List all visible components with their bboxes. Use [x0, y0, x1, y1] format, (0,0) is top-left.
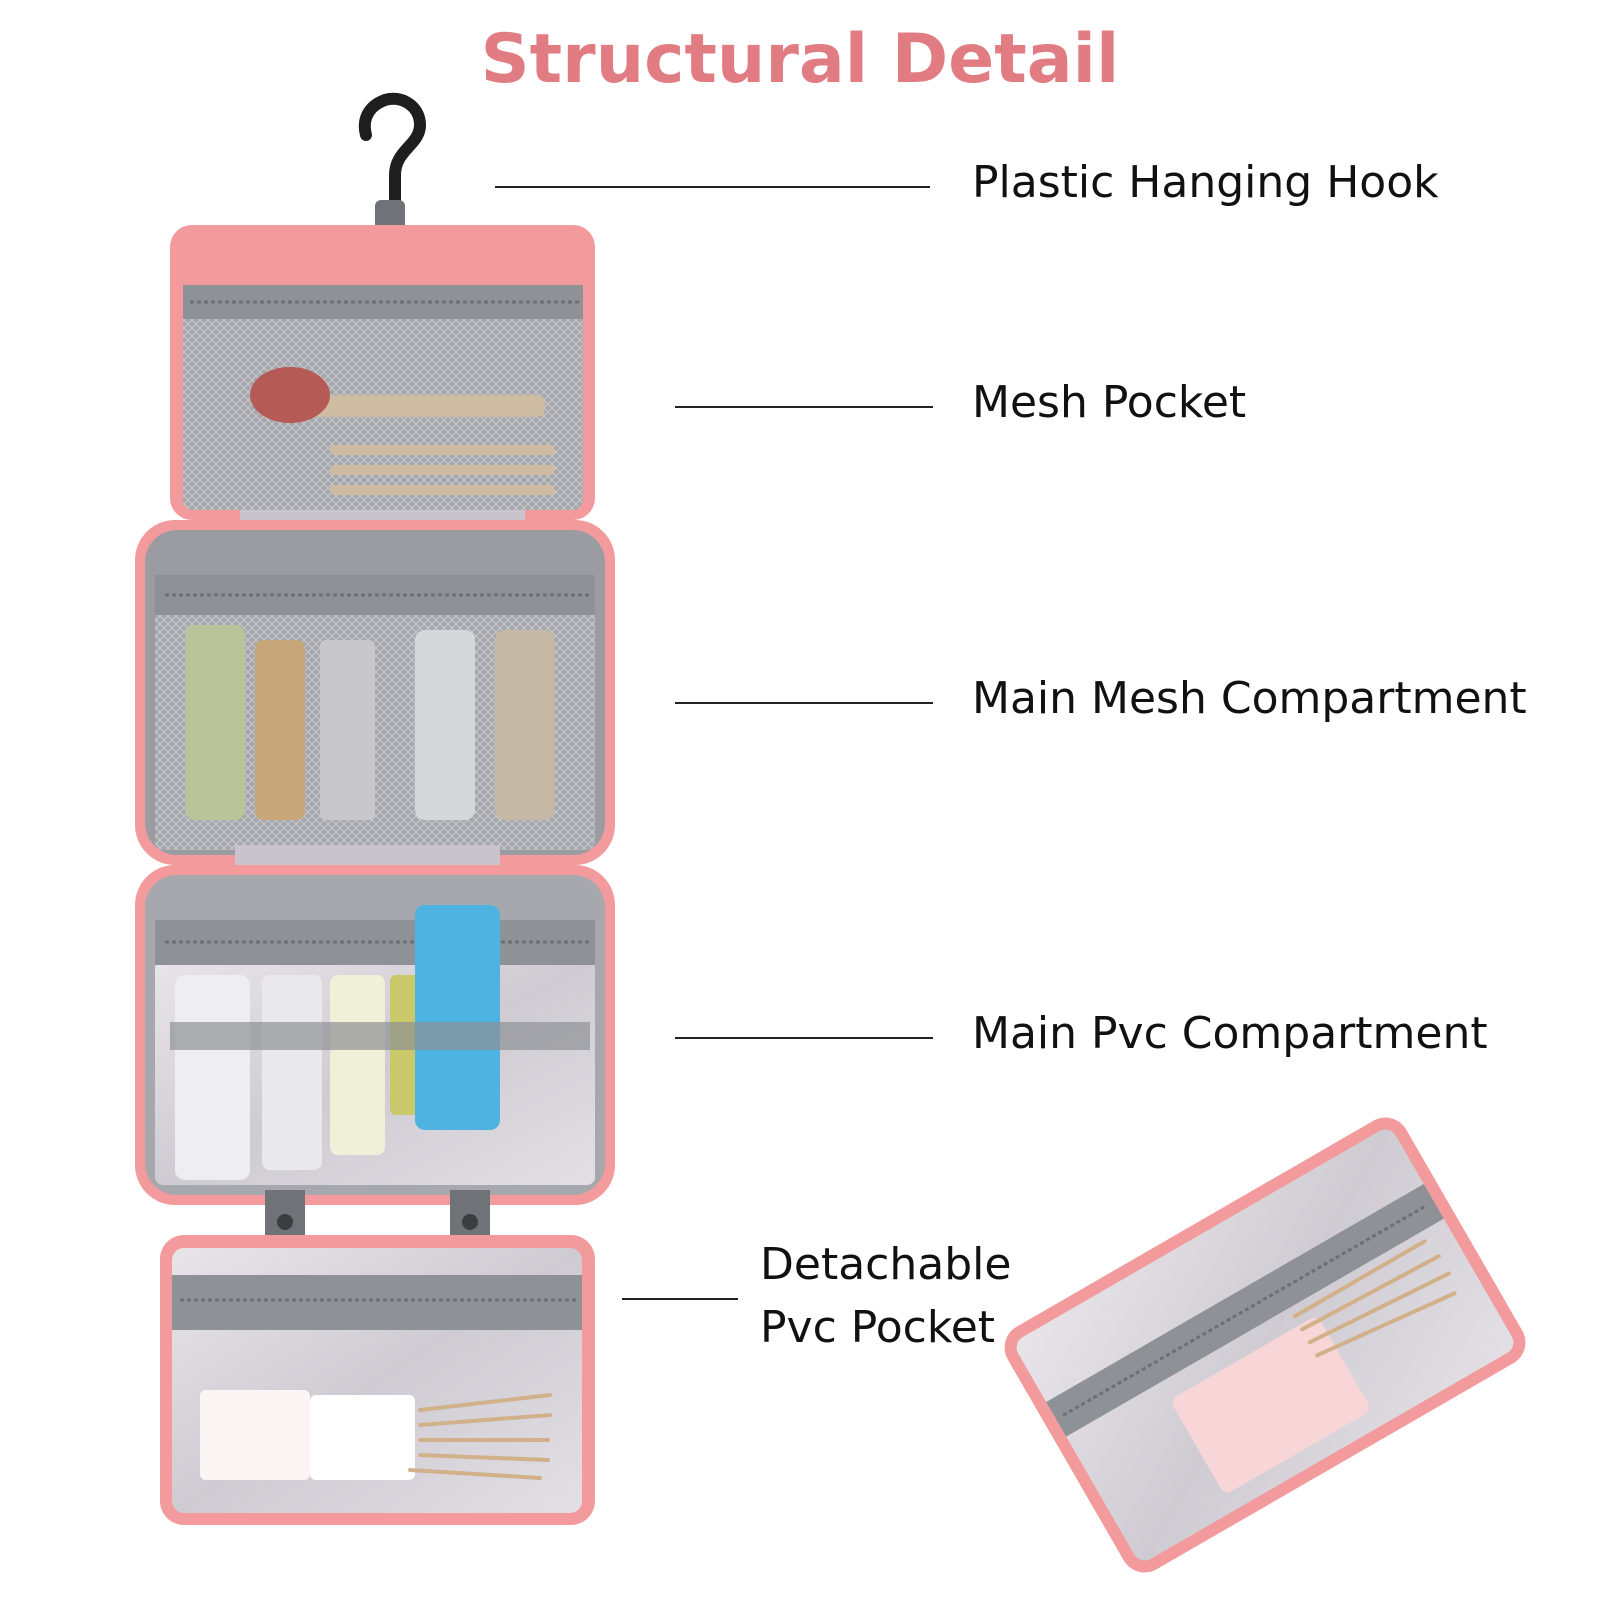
label-detachable-line2: Pvc Pocket	[760, 1302, 996, 1353]
label-main-pvc: Main Pvc Compartment	[972, 1008, 1488, 1059]
main-mesh-compartment	[135, 520, 615, 865]
leader-hook	[495, 186, 930, 188]
page-title: Structural Detail	[480, 20, 1120, 99]
label-detachable-line1: Detachable	[760, 1239, 1012, 1290]
top-panel-mesh-pocket	[170, 225, 595, 520]
main-pvc-compartment	[135, 865, 615, 1205]
leader-main-mesh	[675, 702, 933, 704]
leader-mesh-pocket	[675, 406, 933, 408]
label-hook: Plastic Hanging Hook	[972, 157, 1439, 208]
leader-detachable	[622, 1298, 738, 1300]
leader-main-pvc	[675, 1037, 933, 1039]
label-main-mesh: Main Mesh Compartment	[972, 673, 1527, 724]
detachable-pvc-pocket	[160, 1235, 595, 1525]
label-mesh-pocket: Mesh Pocket	[972, 377, 1247, 428]
detachable-pvc-pocket-loose	[1004, 1117, 1526, 1573]
